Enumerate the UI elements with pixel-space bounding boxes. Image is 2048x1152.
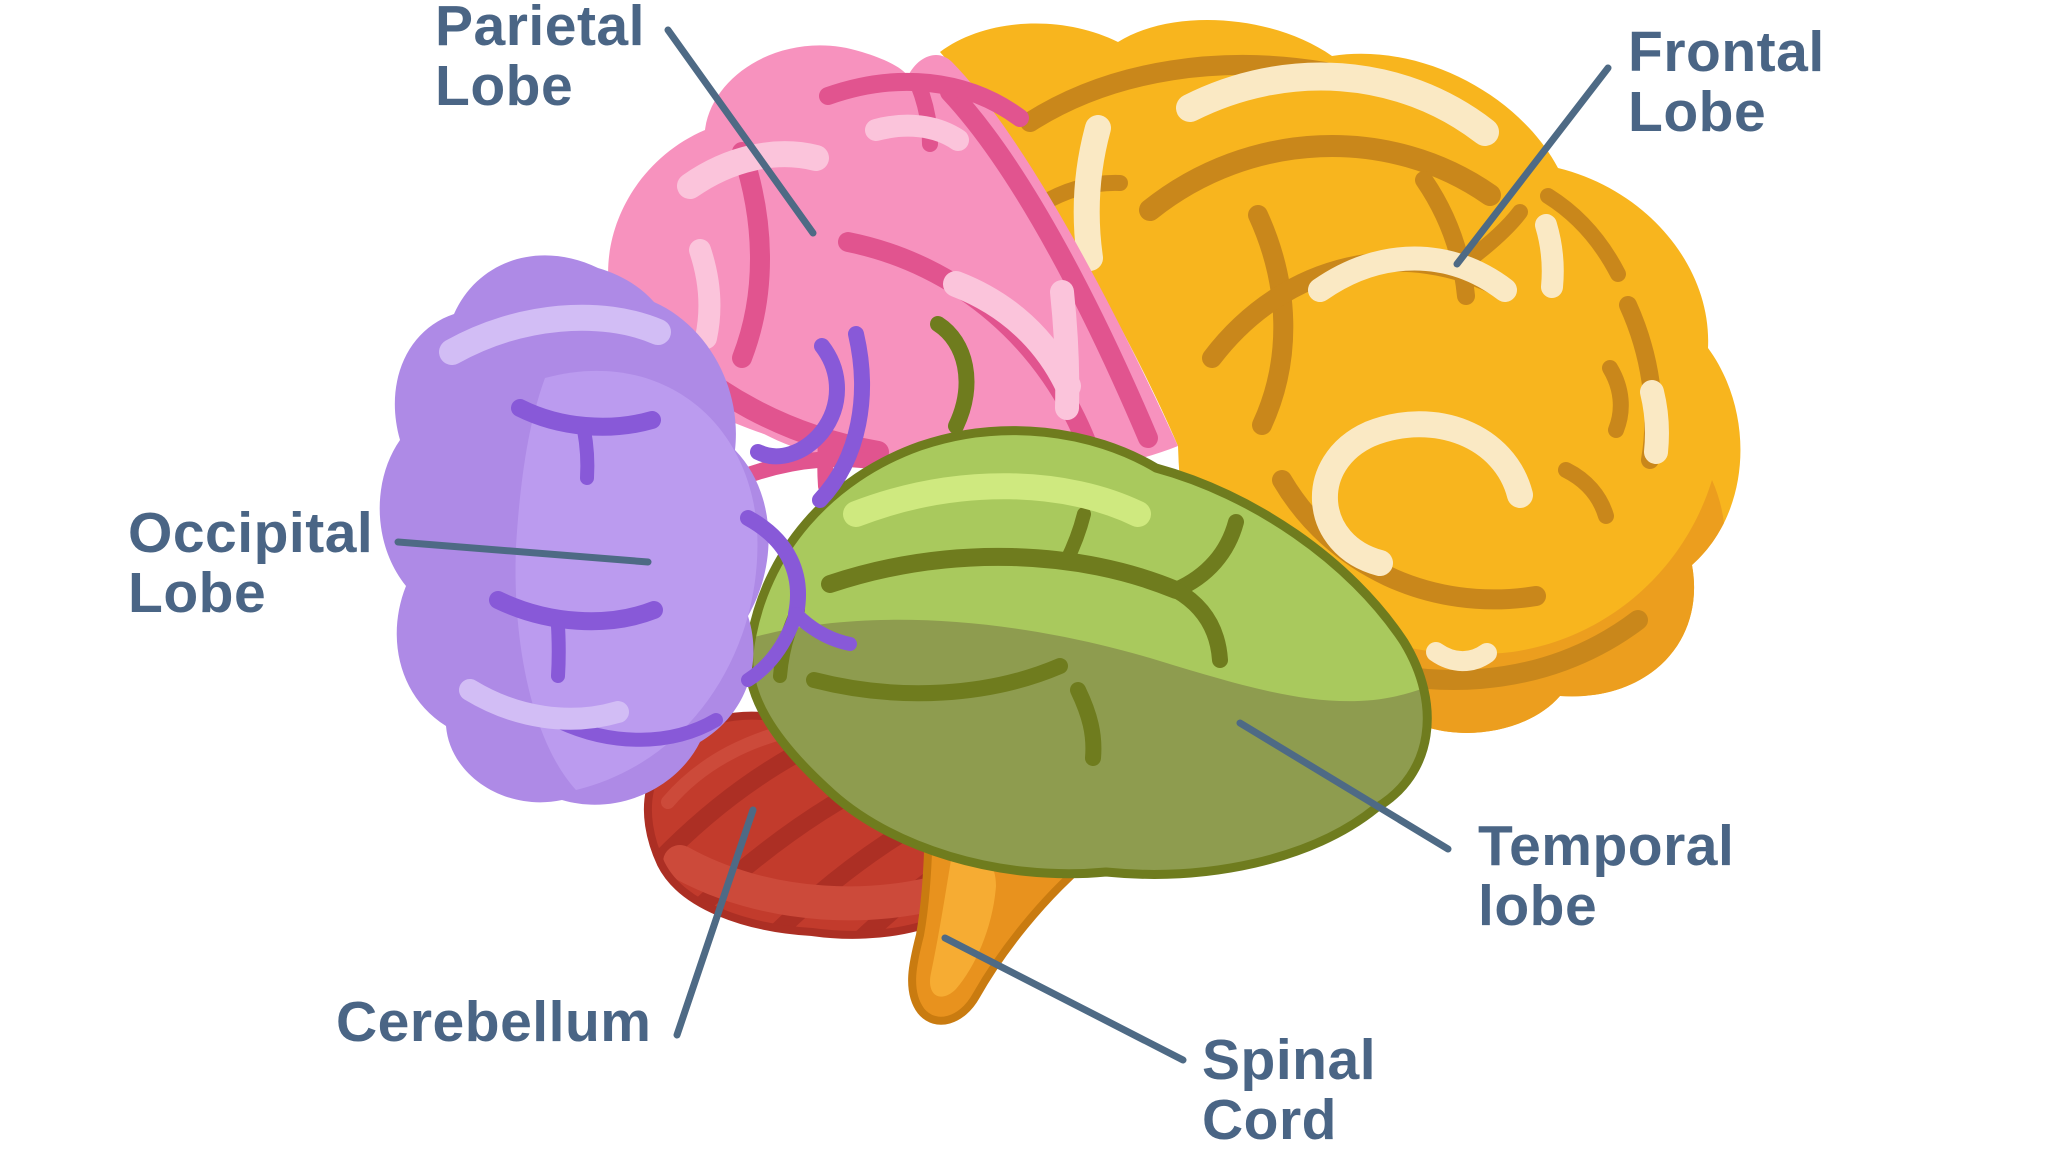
- spinal-cord-highlight: [930, 852, 996, 997]
- label-text-line: Spinal: [1202, 1028, 1377, 1092]
- occipital-lobe-highlights: [439, 304, 671, 730]
- label-spinal-cord: Spinal Cord: [1202, 1030, 1376, 1150]
- label-text-line: Lobe: [128, 561, 267, 625]
- label-text-line: Parietal: [435, 0, 645, 58]
- temporal-leader-line: [1236, 719, 1452, 853]
- label-text-line: Cerebellum: [336, 990, 652, 1054]
- occipital-lobe-shading: [515, 370, 758, 790]
- label-frontal-lobe: Frontal Lobe: [1628, 22, 1825, 142]
- occipital-leader-line: [394, 538, 652, 566]
- label-text-line: Temporal: [1478, 814, 1735, 878]
- frontal-lobe-highlights: [1073, 62, 1669, 672]
- label-text-line: Lobe: [435, 54, 574, 118]
- label-text-line: Lobe: [1628, 80, 1767, 144]
- leader-lines: [394, 26, 1612, 1064]
- cerebellum-leader-line: [673, 806, 757, 1039]
- label-occipital-lobe: Occipital Lobe: [128, 503, 373, 623]
- frontal-leader-line: [1453, 64, 1612, 268]
- occipital-lobe-region: [379, 255, 870, 805]
- label-text-line: lobe: [1478, 874, 1598, 938]
- label-text-line: Occipital: [128, 501, 374, 565]
- label-text-line: Frontal: [1628, 20, 1825, 84]
- label-text-line: Cord: [1202, 1088, 1337, 1152]
- label-cerebellum: Cerebellum: [336, 992, 651, 1052]
- temporal-lobe-highlights: [843, 473, 1151, 527]
- temporal-lobe-region: [744, 316, 1432, 879]
- temporal-lobe-outline: [744, 426, 1432, 879]
- parietal-leader-line: [664, 26, 817, 237]
- spinal-leader-line: [941, 934, 1187, 1064]
- label-temporal-lobe: Temporal lobe: [1478, 816, 1734, 936]
- label-parietal-lobe: Parietal Lobe: [435, 0, 645, 116]
